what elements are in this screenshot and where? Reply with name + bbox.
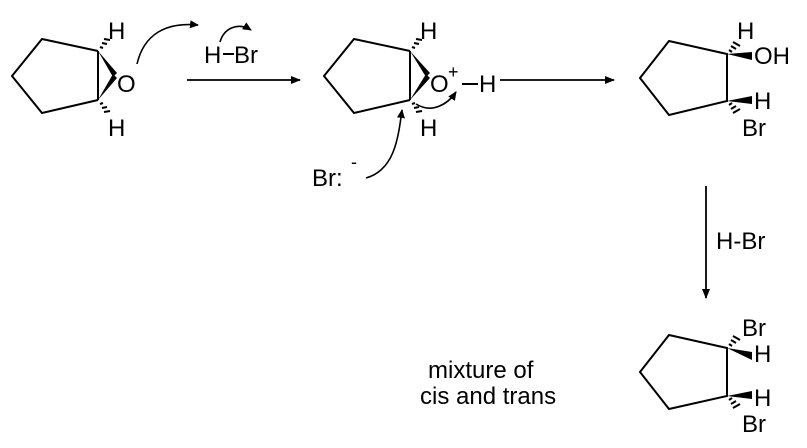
epoxide-wedge-top <box>98 51 117 77</box>
bromohydrin-hydroxyl: OH <box>754 43 790 70</box>
bromohydrin-hash-h-top <box>728 41 741 53</box>
dibromide-ring <box>638 333 728 411</box>
epoxide-wedge-bottom <box>98 74 117 100</box>
bromide-ion: Br: - <box>312 152 357 192</box>
hbr-bromine: Br <box>234 42 258 69</box>
protonated-wedge-bottom <box>410 74 430 100</box>
bromide-charge: - <box>351 152 357 172</box>
epoxide-hash-bottom <box>99 102 111 113</box>
hbr-reagent: H Br <box>204 42 258 69</box>
dibromide-hash-br-bottom <box>728 397 741 409</box>
protonated-hash-top <box>411 38 423 49</box>
hbr-hydrogen: H <box>204 42 221 69</box>
bromohydrin-bromine: Br <box>742 115 766 142</box>
epoxide-molecule: H O H <box>10 18 136 142</box>
bromohydrin: H OH H Br <box>638 18 790 142</box>
protonated-h-bottom: H <box>420 115 437 142</box>
bromide-label: Br: <box>312 165 343 192</box>
protonated-oxygen: O <box>430 71 449 98</box>
dibromide-h-bottom: H <box>754 385 771 412</box>
epoxide-ring <box>10 37 99 115</box>
protonated-h-top: H <box>420 18 437 45</box>
curly-arrow-br-attack <box>365 109 405 179</box>
product-caption-line2: cis and trans <box>420 383 556 410</box>
protonated-plus-charge: + <box>448 62 459 82</box>
bromohydrin-h-top: H <box>737 18 754 45</box>
curly-arrow-o-to-h <box>136 20 199 65</box>
protonated-wedge-top <box>410 51 430 77</box>
reagent-label: H-Br <box>716 228 765 255</box>
dibromide: Br H H Br <box>638 315 771 438</box>
epoxide-h-bottom: H <box>108 115 125 142</box>
protonated-ring <box>322 37 411 115</box>
bromohydrin-wedge-h-bottom <box>727 96 752 104</box>
bromohydrin-wedge-oh <box>727 52 752 60</box>
protonated-hash-bottom <box>411 102 423 113</box>
dibromide-wedge-h-bottom <box>727 391 752 399</box>
dibromide-bromine-bottom: Br <box>742 411 766 438</box>
bromohydrin-ring <box>638 39 728 117</box>
bromohydrin-hash-br <box>728 102 741 114</box>
epoxide-oxygen: O <box>117 71 136 98</box>
epoxide-h-top: H <box>108 18 125 45</box>
protonated-h-on-oxygen: H <box>479 71 496 98</box>
protonated-epoxide: H O + H H <box>322 18 496 142</box>
curly-arrow-bond-to-br <box>219 22 252 43</box>
dibromide-wedge-h-top <box>727 348 752 360</box>
curly-arrow-co-cleavage <box>415 91 457 109</box>
bromohydrin-h-bottom: H <box>754 88 771 115</box>
dibromide-hash-br-top <box>728 335 741 347</box>
epoxide-hash-top <box>99 38 111 49</box>
dibromide-bromine-top: Br <box>742 315 766 342</box>
product-caption-line1: mixture of <box>428 357 534 384</box>
dibromide-h-top: H <box>754 341 771 368</box>
